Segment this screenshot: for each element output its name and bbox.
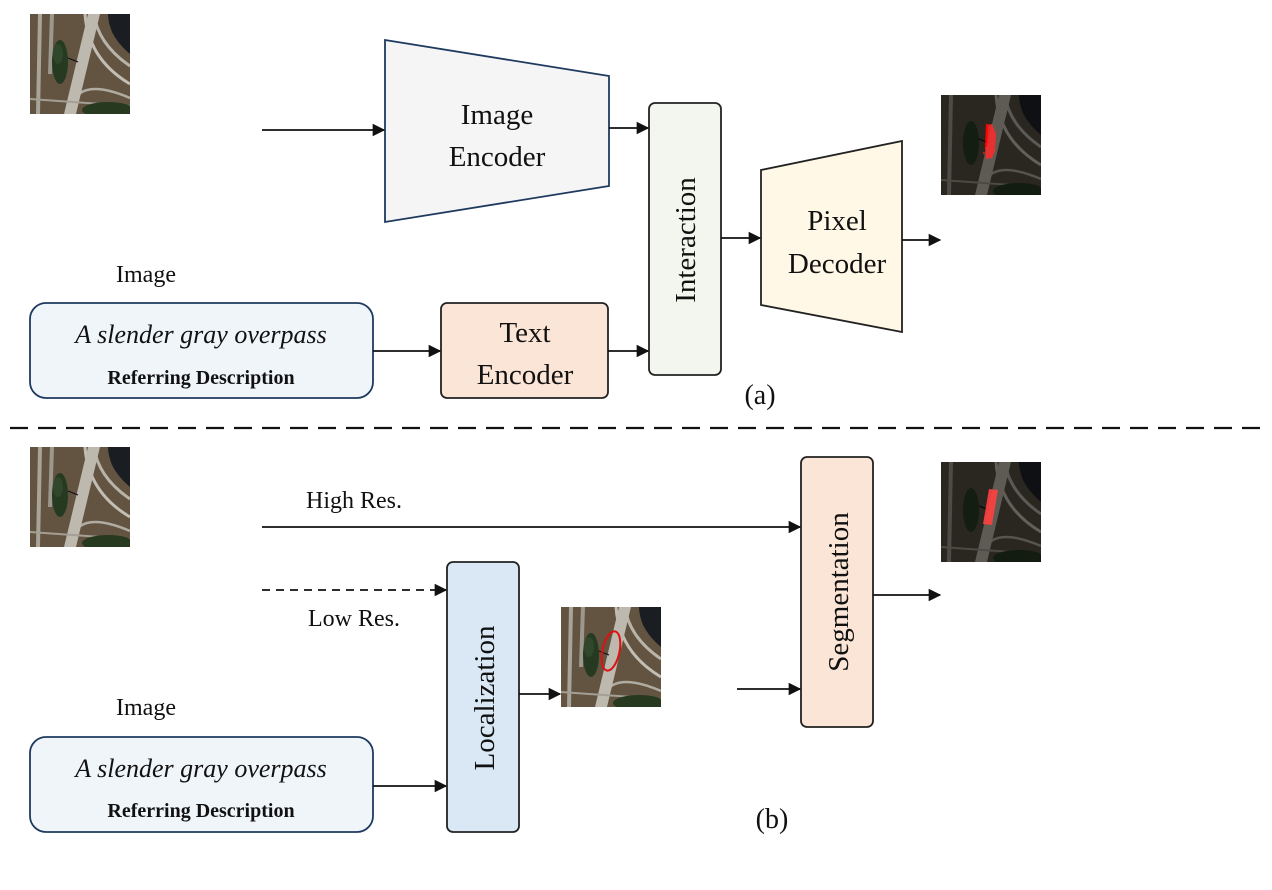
localization-ellipse <box>600 630 622 672</box>
localization-label: Localization <box>469 625 501 770</box>
interaction-block <box>648 102 722 376</box>
pixel-decoder-line2: Decoder <box>788 248 887 280</box>
high-res-label: High Res. <box>306 488 402 514</box>
query-subtitle-a: Referring Description <box>107 367 294 389</box>
panel-b: Image A slender gray overpass Referring … <box>29 447 1041 835</box>
pixel-decoder-line1: Pixel <box>807 205 867 237</box>
image-caption-b: Image <box>116 695 176 721</box>
output-mask-image-b <box>941 462 1041 562</box>
panel-a: Image A slender gray overpass Referring … <box>29 14 1041 411</box>
segmentation-block <box>800 456 874 728</box>
panel-b-tag: (b) <box>756 804 789 835</box>
predicted-mask-coarse <box>985 124 996 159</box>
image-encoder-line1: Image <box>461 99 533 131</box>
panel-a-tag: (a) <box>744 380 775 411</box>
output-mask-image-a <box>941 95 1041 195</box>
interaction-label: Interaction <box>670 177 702 303</box>
predicted-mask-edge <box>985 124 988 147</box>
pixel-decoder-block <box>760 139 903 334</box>
segmentation-label: Segmentation <box>823 512 855 672</box>
query-box-b <box>29 736 374 833</box>
text-encoder-line1: Text <box>499 317 550 349</box>
localization-crop-image <box>561 607 661 707</box>
query-text-b: A slender gray overpass <box>73 754 327 783</box>
input-image-b <box>30 447 130 547</box>
localization-block <box>446 561 520 833</box>
image-caption-a: Image <box>116 262 176 288</box>
predicted-mask-refined <box>983 489 998 525</box>
query-subtitle-b: Referring Description <box>107 800 294 822</box>
image-encoder-line2: Encoder <box>449 141 546 173</box>
text-encoder-line2: Encoder <box>477 359 574 391</box>
input-image-a <box>30 14 130 114</box>
image-encoder-block <box>384 38 610 224</box>
query-text-a: A slender gray overpass <box>73 320 327 349</box>
low-res-label: Low Res. <box>308 606 400 632</box>
